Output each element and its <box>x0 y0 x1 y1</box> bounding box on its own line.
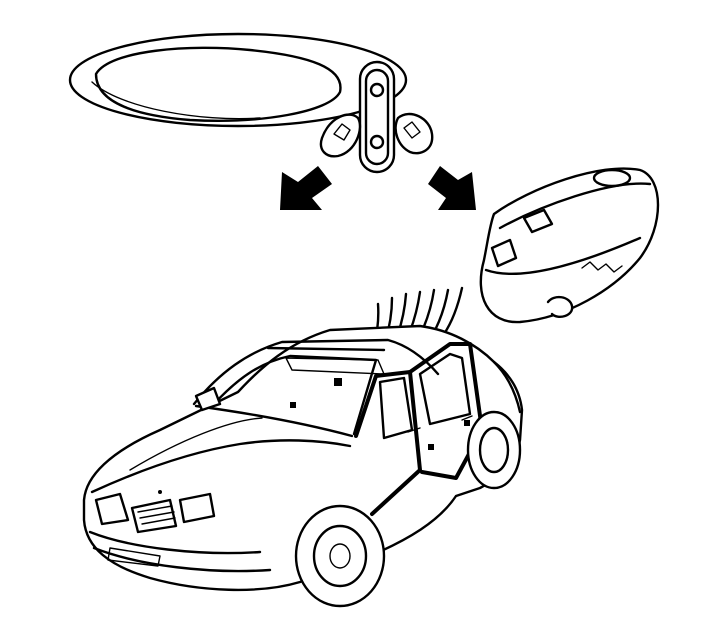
key-fob-lower-seam <box>484 236 642 275</box>
car-windshield <box>212 354 378 436</box>
car-dash-sensor <box>290 402 296 408</box>
car-grille-bars <box>137 505 176 525</box>
car-interior-sensor <box>334 378 342 386</box>
car-front-wheel <box>294 504 386 608</box>
car-front-wheel-hub <box>312 524 368 588</box>
right-arrow-icon <box>428 166 476 210</box>
receiver-left-lobe-button <box>333 123 351 141</box>
car-left-headlight <box>94 492 130 526</box>
receiver-inner-body <box>94 46 342 122</box>
car-rear-door-sensor <box>464 420 470 426</box>
receiver-bottom-button <box>369 134 385 150</box>
sedan-icon <box>82 324 524 608</box>
car-rear-door-seal <box>408 342 484 480</box>
car-lower-bumper <box>92 546 272 573</box>
car-front-door-handle <box>407 427 421 433</box>
signal-arrows <box>280 166 476 210</box>
key-fob-lock-button <box>522 208 554 234</box>
key-fob-top-button <box>592 168 632 188</box>
car-front-bumper <box>88 530 262 555</box>
car-windshield-base <box>194 404 354 438</box>
receiver-unit <box>68 32 434 174</box>
receiver-left-lobe <box>319 113 362 158</box>
car-grille <box>130 498 178 534</box>
car-front-door-sensor <box>428 444 434 450</box>
car-hood-emblem <box>158 490 162 494</box>
car-sunroof-line <box>266 346 386 352</box>
remote-key-fob <box>479 167 660 324</box>
key-fob-text-ridges <box>581 261 623 273</box>
car-hood-crease <box>129 417 263 471</box>
car-right-headlight <box>178 492 216 524</box>
receiver-outer-body <box>68 32 408 128</box>
car-license-plate <box>107 547 161 567</box>
car-rear-wheel-hub <box>478 426 510 474</box>
car-front-wheel-center <box>329 543 351 569</box>
receiver-right-lobe <box>394 112 434 155</box>
receiver-right-lobe-button <box>403 121 421 139</box>
left-arrow-icon <box>280 166 332 210</box>
car-rear-deck <box>492 360 522 414</box>
car-rear-door-handle <box>461 415 473 421</box>
key-fob-unlock-button <box>490 238 518 268</box>
car-side-mirror <box>194 386 222 412</box>
car-rear-wheel <box>466 410 522 490</box>
receiver-contour-line <box>91 81 261 120</box>
receiver-top-button <box>369 82 385 98</box>
car-hood-line <box>90 439 352 494</box>
key-fob-seam <box>498 182 652 230</box>
key-fob-ring-loop <box>546 295 574 318</box>
car-rear-side-window <box>418 352 472 426</box>
car-roofline <box>192 338 440 406</box>
